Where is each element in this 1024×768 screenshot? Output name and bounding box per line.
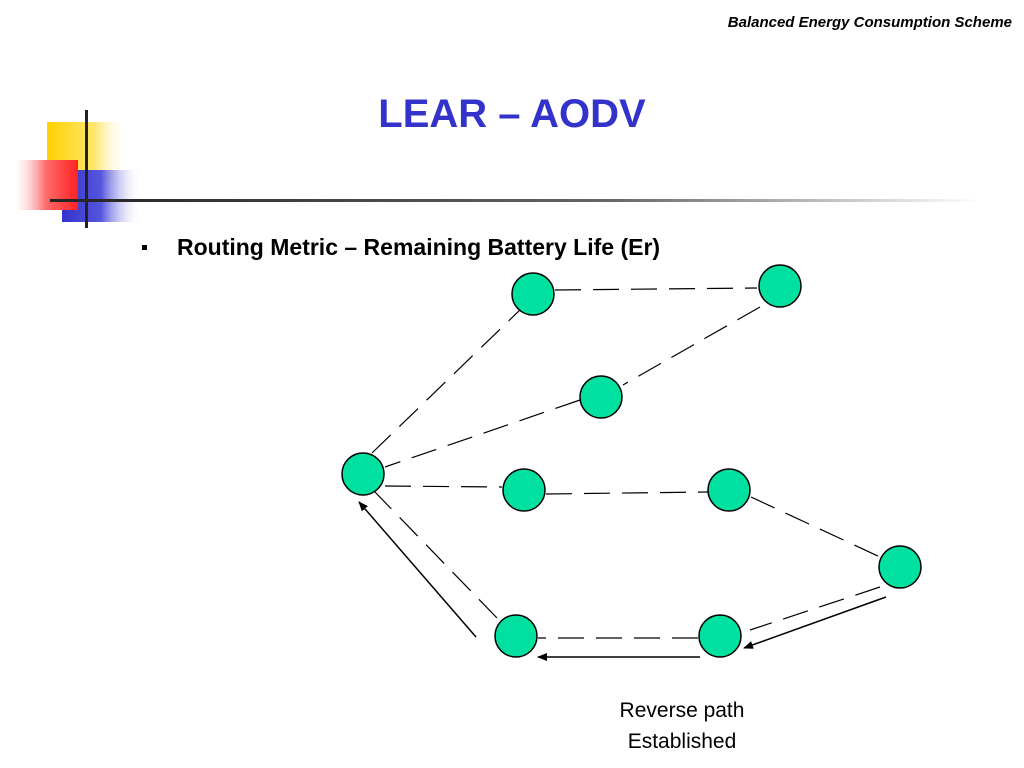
header-caption: Balanced Energy Consumption Scheme (727, 14, 1012, 31)
node-source (341, 452, 385, 496)
link-topright-to-mid (622, 306, 761, 386)
bullet-text: Routing Metric – Remaining Battery Life … (177, 234, 661, 260)
dashed-links (371, 287, 881, 639)
link-far-to-bottomright (749, 586, 881, 631)
reverse-arrow-far-to-bottomright (743, 596, 887, 649)
node-center-right (707, 468, 751, 512)
link-source-to-top (371, 307, 523, 454)
link-centerright-to-far (750, 496, 881, 558)
caption-line-1: Reverse path (619, 699, 745, 722)
network-nodes (341, 264, 922, 658)
caption-line-2: Established (627, 730, 737, 753)
slide-title: LEAR – AODV (378, 92, 646, 136)
link-bottom-to-source (374, 491, 498, 619)
link-top-to-topright (554, 287, 758, 291)
node-far-right (878, 545, 922, 589)
title-rule-line (50, 199, 980, 202)
deco-vertical-bar (85, 110, 88, 228)
bullet-item: Routing Metric – Remaining Battery Life … (142, 234, 660, 261)
node-bottom-right (698, 614, 742, 658)
reverse-path-caption: Reverse path Established (582, 695, 782, 757)
reverse-arrow-bottom-to-source (358, 501, 477, 638)
link-source-to-center (384, 485, 503, 488)
reverse-path-arrows (358, 501, 887, 661)
node-middle (579, 375, 623, 419)
link-mid-to-source (384, 399, 581, 468)
node-top-right (758, 264, 802, 308)
link-center-to-centerright (545, 491, 709, 495)
node-center (502, 468, 546, 512)
slide-decoration (14, 110, 980, 228)
node-top (511, 272, 555, 316)
node-bottom (494, 614, 538, 658)
bullet-marker (142, 245, 147, 250)
